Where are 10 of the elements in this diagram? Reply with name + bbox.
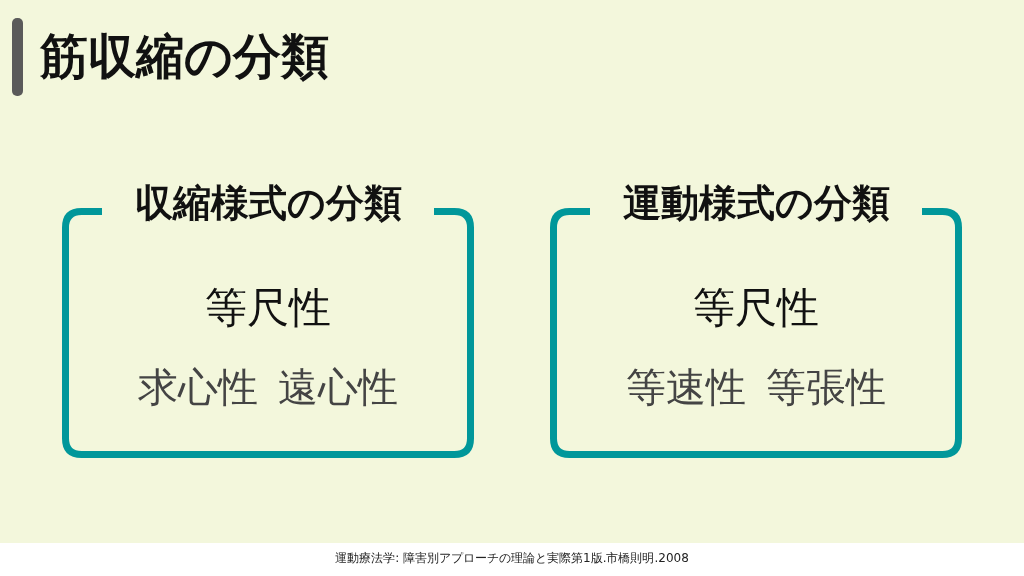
term: 等張性: [766, 363, 886, 412]
term: 遠心性: [278, 363, 398, 412]
citation: 運動療法学: 障害別アプローチの理論と実際第1版.市橋則明.2008: [335, 550, 689, 567]
term: 等速性: [626, 363, 746, 412]
slide-title: 筋収縮の分類: [40, 27, 329, 86]
term: 等尺性: [693, 282, 819, 334]
term: 等尺性: [205, 282, 331, 334]
term: 求心性: [138, 363, 258, 412]
panel-heading: 運動様式の分類: [622, 180, 890, 227]
panel-heading: 収縮様式の分類: [134, 180, 402, 227]
